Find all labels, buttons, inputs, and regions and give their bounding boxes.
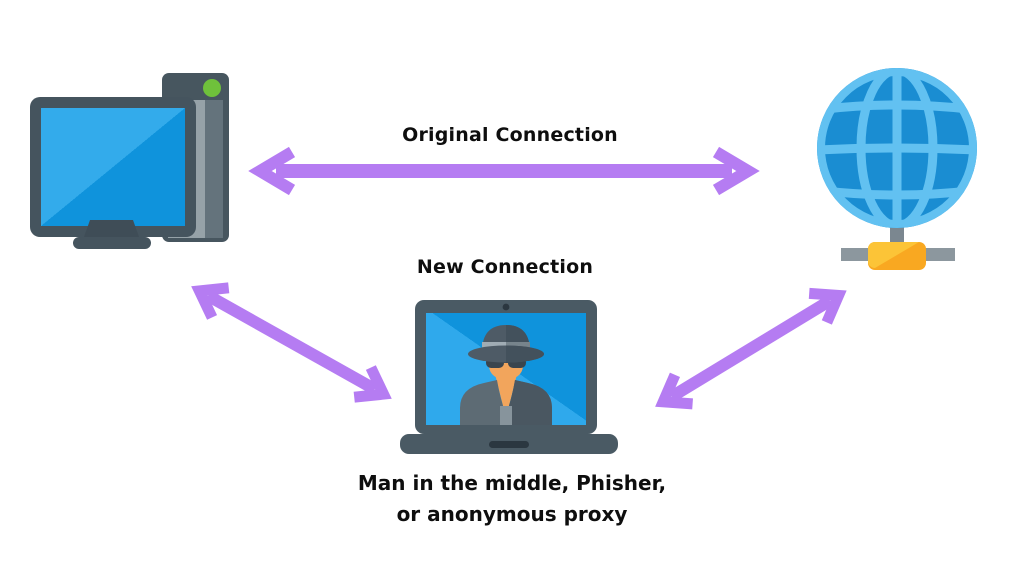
double-arrow-horizontal bbox=[248, 146, 760, 196]
attacker-caption-line2: or anonymous proxy bbox=[396, 502, 628, 526]
desktop-computer-icon bbox=[28, 44, 234, 260]
new-connection-arrow-right bbox=[640, 276, 862, 422]
desktop-computer-graphic bbox=[30, 73, 229, 249]
original-connection-label: Original Connection bbox=[402, 124, 618, 146]
spy-laptop-icon bbox=[400, 296, 618, 464]
new-connection-label: New Connection bbox=[416, 256, 594, 278]
attacker-caption: Man in the middle, Phisher, or anonymous… bbox=[312, 468, 712, 530]
attacker-caption-line1: Man in the middle, Phisher, bbox=[357, 471, 667, 495]
original-connection-arrow bbox=[246, 146, 762, 196]
new-connection-arrow-left bbox=[175, 272, 408, 415]
globe-network-icon bbox=[812, 66, 982, 271]
double-arrow-diagonal-right bbox=[655, 287, 847, 410]
double-arrow-diagonal-left bbox=[191, 282, 392, 403]
globe-network-graphic bbox=[817, 68, 977, 270]
spy-laptop-graphic bbox=[400, 300, 618, 454]
